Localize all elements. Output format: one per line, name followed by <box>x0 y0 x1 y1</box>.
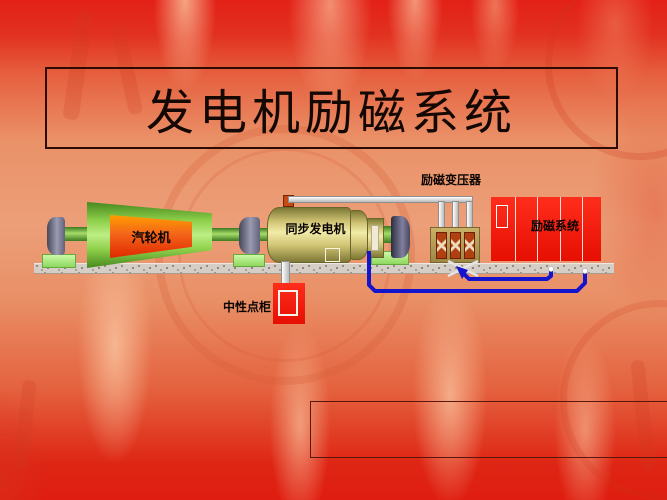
bearing-block <box>47 217 65 255</box>
generator-label: 同步发电机 <box>285 222 346 236</box>
turbine-shaft <box>62 227 90 241</box>
generator-end-cap <box>350 210 368 260</box>
excitation-transformer <box>430 227 480 263</box>
ground-base <box>34 263 614 274</box>
exciter-shaft <box>383 226 393 243</box>
transformer-winding <box>436 232 447 259</box>
transformer-winding <box>450 232 461 259</box>
bearing-block <box>239 217 260 254</box>
cabinet-door <box>496 205 508 228</box>
turbine-generator-shaft <box>211 228 242 241</box>
coupling-face <box>371 225 379 251</box>
turbine-label: 汽轮机 <box>131 230 171 245</box>
shaft-end-exciter <box>391 216 410 258</box>
generator-nameplate <box>325 248 340 262</box>
excitation-cabinet-label: 励磁系统 <box>530 219 579 233</box>
cabinet-divider <box>515 197 516 261</box>
bus-duct-pipe <box>288 196 473 203</box>
neutral-point-cabinet <box>273 283 305 324</box>
neutral-cabinet-panel <box>278 290 298 316</box>
generator-body <box>267 207 352 263</box>
watermark-stroke <box>13 379 37 471</box>
neutral-cabinet-label: 中性点柜 <box>223 300 272 314</box>
title-box: 发电机励磁系统 <box>45 67 618 149</box>
cabinet-divider <box>537 197 538 261</box>
transformer-label: 励磁变压器 <box>421 173 482 187</box>
watermark-ring-bottom-right <box>560 300 667 500</box>
bearing-pedestal <box>233 254 265 267</box>
transformer-winding <box>464 232 475 259</box>
content-placeholder-box <box>310 401 667 458</box>
cabinet-divider <box>582 197 583 261</box>
neutral-drop-pipe <box>281 261 290 284</box>
cabinet-divider <box>560 197 561 261</box>
slide-title: 发电机励磁系统 <box>145 87 517 140</box>
bearing-pedestal <box>42 254 76 268</box>
excitation-cabinet <box>491 197 601 261</box>
